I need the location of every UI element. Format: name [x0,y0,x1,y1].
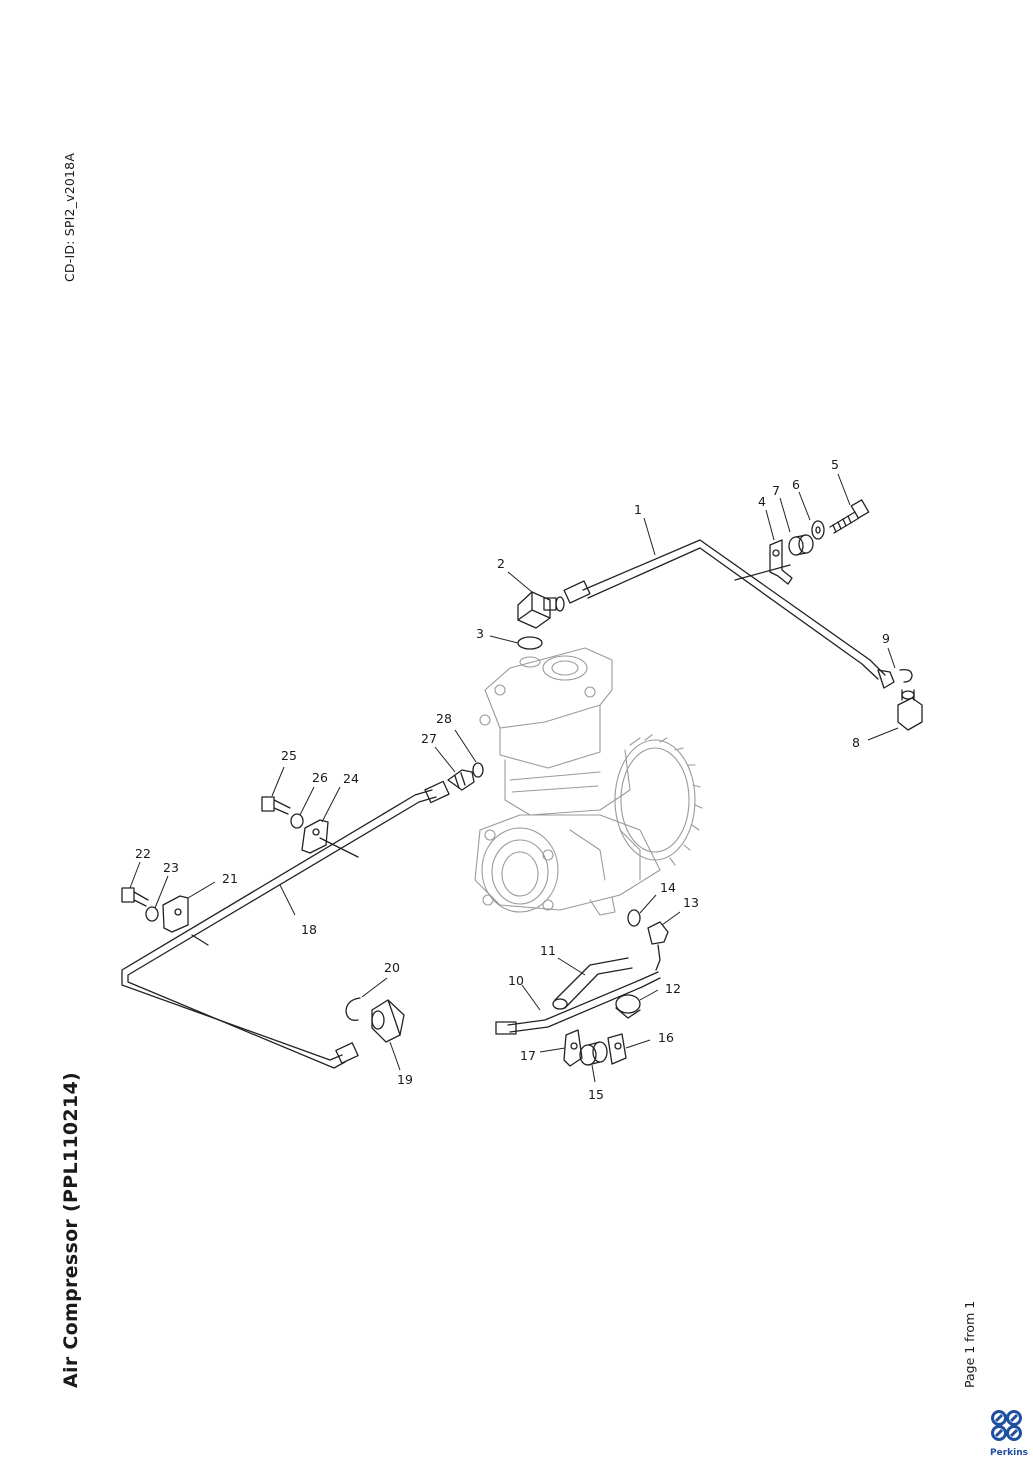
callout-7: 7 [772,483,780,498]
retaining-ring-20 [345,997,361,1021]
pipe-10 [495,971,661,1035]
callout-22: 22 [135,846,151,861]
bolt-25 [261,796,291,815]
bush-15 [579,1041,608,1066]
callout-11: 11 [540,943,556,958]
elbow-fitting-2 [517,591,565,629]
callout-6: 6 [792,477,800,492]
callout-14: 14 [660,880,676,895]
elbow-fitting-8 [897,689,923,731]
clamp-12 [615,994,641,1019]
compressor-body [474,647,703,916]
callout-10: 10 [508,973,524,988]
callout-17: 17 [520,1048,536,1063]
callout-27: 27 [421,731,437,746]
perkins-logo-icon [991,1410,1022,1441]
callout-4: 4 [758,494,766,509]
callout-16: 16 [658,1030,674,1045]
clip-9 [877,668,913,689]
bracket-24 [301,819,329,854]
clip-16 [607,1033,627,1065]
pipe-18 [121,780,450,1069]
callout-1: 1 [634,502,642,517]
callout-numbers: 1 2 3 4 5 6 7 8 9 10 11 12 13 14 15 16 1… [135,457,890,1102]
callout-23: 23 [163,860,179,875]
leader-lines [129,473,899,1083]
callout-2: 2 [497,556,505,571]
callout-20: 20 [384,960,400,975]
o-ring-28 [472,762,484,778]
washer-26 [290,813,304,829]
callout-13: 13 [683,895,699,910]
callout-8: 8 [852,735,860,750]
callout-24: 24 [343,771,359,786]
callout-26: 26 [312,770,328,785]
callout-3: 3 [476,626,484,641]
washer-23 [145,906,159,922]
perkins-wordmark: Perkins [990,1448,1028,1458]
callout-21: 21 [222,871,238,886]
washer-14 [627,909,641,927]
fitting-13 [647,921,669,971]
hose-11 [552,957,633,1010]
bracket-4 [769,539,793,585]
adapter-27 [447,769,475,791]
pipe-1 [563,539,886,680]
bolt-22 [121,887,149,907]
callout-12: 12 [665,981,681,996]
spacer-7 [788,534,814,556]
callout-5: 5 [831,457,839,472]
callout-25: 25 [281,748,297,763]
bolt-5 [829,499,870,534]
bracket-17 [563,1029,583,1067]
elbow-fitting-19 [371,999,405,1043]
callout-9: 9 [882,631,890,646]
callout-15: 15 [588,1087,604,1102]
callout-28: 28 [436,711,452,726]
o-ring-3 [517,636,543,650]
callout-19: 19 [397,1072,413,1087]
bracket-21 [162,895,189,933]
callout-18: 18 [301,922,317,937]
washer-6 [811,520,825,540]
